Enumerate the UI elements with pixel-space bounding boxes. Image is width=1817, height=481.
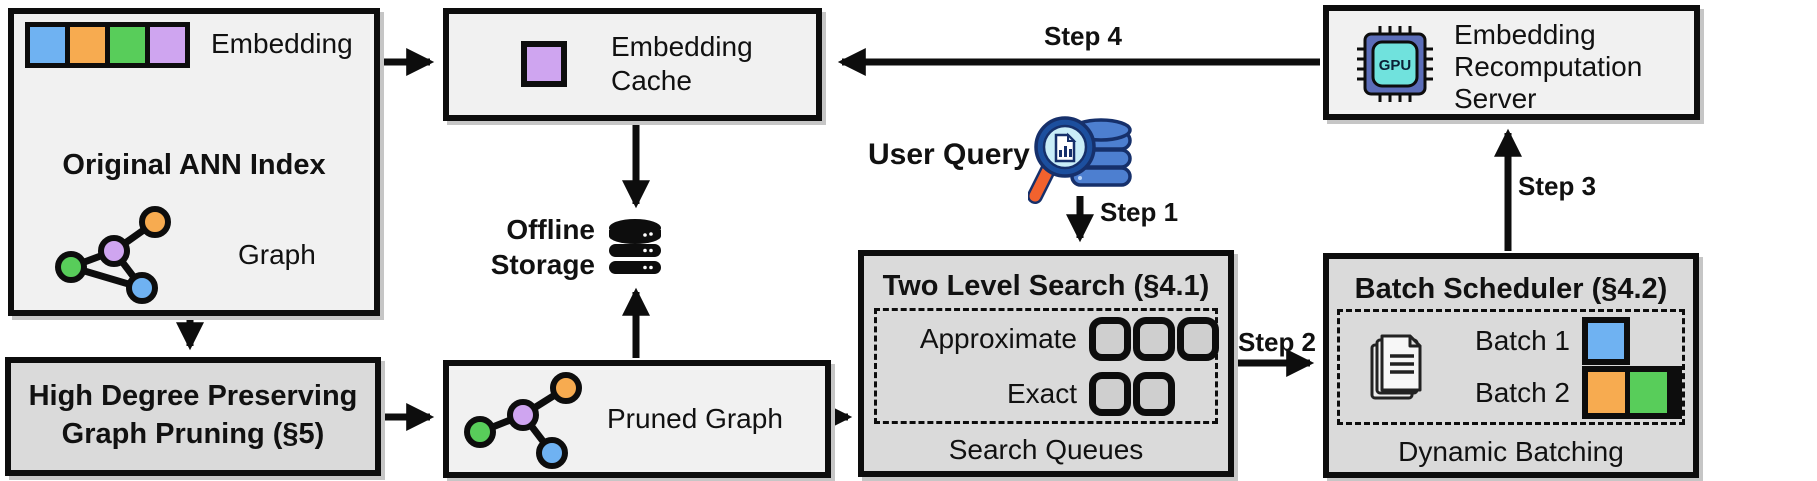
- dynamic-batching-footer: Dynamic Batching: [1398, 436, 1624, 467]
- recomputation-server-box: GPU Embedding Recomputation Server: [1323, 5, 1700, 120]
- graph-node-purple: [98, 235, 130, 267]
- offline-storage-database-icon: [609, 219, 661, 274]
- batch1-row: Batch 1: [1452, 316, 1682, 365]
- approximate-queue-row: Approximate: [881, 316, 1219, 361]
- embedding-cache-box: Embedding Cache: [443, 8, 822, 121]
- original-ann-index-box: Embedding Original ANN Index Graph: [8, 8, 380, 316]
- step2-label: Step 2: [1237, 327, 1317, 357]
- queue-slot: [1089, 316, 1131, 361]
- pruned-graph-icon: [464, 372, 582, 469]
- gpu-chip-core: [1371, 40, 1419, 88]
- cached-embedding-square: [521, 41, 567, 87]
- exact-label: Exact: [1006, 377, 1077, 409]
- approximate-label: Approximate: [919, 322, 1077, 354]
- embedding-cell-orange: [70, 27, 105, 63]
- graph-node-blue: [126, 272, 158, 304]
- graph-label: Graph: [238, 239, 316, 270]
- recomputation-server-label: Embedding Recomputation Server: [1454, 19, 1643, 114]
- batch2-row: Batch 2: [1452, 366, 1682, 420]
- embedding-cell-blue: [30, 27, 65, 63]
- batch2-squares: [1582, 366, 1682, 420]
- pruned-node-green: [464, 416, 496, 448]
- batch-scheduler-box: Batch Scheduler (§4.2) Batch 1: [1323, 253, 1699, 478]
- batch1-label: Batch 1: [1475, 324, 1570, 356]
- gpu-text: GPU: [1379, 57, 1412, 74]
- batch-scheduler-title: Batch Scheduler (§4.2): [1354, 273, 1668, 305]
- graph-pruning-label: High Degree Preserving Graph Pruning (§5…: [28, 380, 358, 450]
- user-query-icon: [1028, 116, 1132, 204]
- pruned-node-blue: [536, 437, 568, 469]
- queue-slot: [1177, 316, 1219, 361]
- two-level-search-box: Two Level Search (§4.1) Approximate Exac…: [858, 250, 1234, 477]
- two-level-search-title: Two Level Search (§4.1): [882, 270, 1210, 302]
- search-queues-footer: Search Queues: [948, 434, 1144, 465]
- pruned-node-purple: [507, 399, 539, 431]
- step3-label: Step 3: [1518, 171, 1597, 201]
- embedding-cell-green: [110, 27, 145, 63]
- step1-label: Step 1: [1100, 197, 1179, 227]
- embedding-cell-purple: [150, 27, 185, 63]
- queries-documents-icon: [1370, 334, 1422, 400]
- approximate-queue-slots: [1089, 316, 1219, 361]
- pruned-graph-label: Pruned Graph: [607, 403, 783, 434]
- graph-node-orange: [139, 206, 171, 238]
- gpu-chip-icon: GPU: [1357, 26, 1433, 102]
- graph-node-green: [55, 251, 87, 283]
- exact-queue-slots: [1089, 371, 1215, 416]
- pruned-graph-box: Pruned Graph: [443, 360, 831, 478]
- user-query-label: User Query: [868, 138, 1030, 171]
- pruned-node-orange: [550, 372, 582, 404]
- batch2-square-orange: [1588, 372, 1625, 414]
- graph-icon: [55, 206, 171, 304]
- embedding-vector-icon: [25, 22, 190, 68]
- offline-storage-label: Offline Storage: [490, 214, 595, 280]
- queue-slot: [1089, 371, 1131, 416]
- dynamic-batching-area: Batch 1 Batch 2: [1337, 309, 1685, 425]
- graph-pruning-box: High Degree Preserving Graph Pruning (§5…: [5, 357, 381, 476]
- queue-slot: [1133, 371, 1175, 416]
- batch1-square-blue: [1582, 316, 1630, 365]
- exact-queue-row: Exact: [881, 371, 1215, 416]
- queue-slot: [1133, 316, 1175, 361]
- embedding-cache-label: Embedding Cache: [611, 31, 753, 96]
- search-queues-area: Approximate Exact: [874, 308, 1219, 424]
- step4-label: Step 4: [1043, 21, 1123, 51]
- batch2-label: Batch 2: [1475, 376, 1570, 408]
- embedding-label: Embedding: [211, 28, 353, 59]
- magnifier-handle: [1029, 164, 1054, 202]
- batch2-square-green: [1630, 372, 1667, 414]
- ann-index-title: Original ANN Index: [62, 149, 326, 181]
